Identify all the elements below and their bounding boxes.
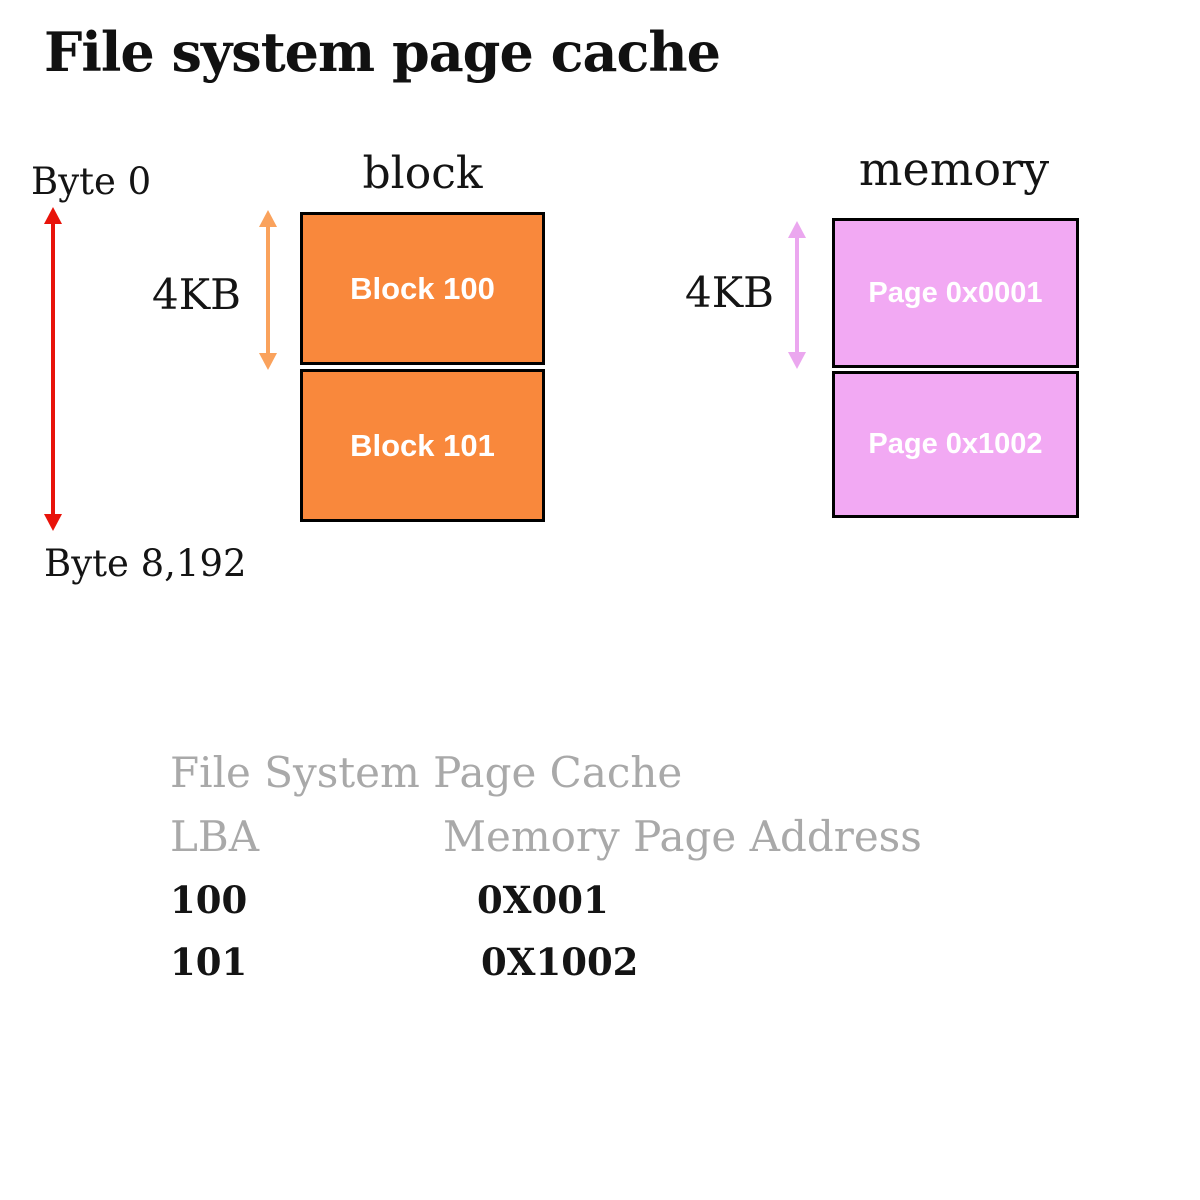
table-row-1-address: 0X001	[477, 878, 609, 922]
table-row-1-lba: 100	[170, 878, 248, 922]
page-size-label: 4KB	[685, 268, 774, 317]
mapping-table-column-address: Memory Page Address	[443, 812, 922, 861]
arrow-shaft	[795, 234, 799, 356]
table-row-2-address: 0X1002	[481, 940, 639, 984]
arrow-shaft	[51, 220, 55, 518]
mapping-table-column-lba: LBA	[170, 812, 260, 861]
arrow-down-icon	[259, 353, 277, 370]
page-0x1002-box: Page 0x1002	[832, 371, 1079, 518]
page-0x0001-label: Page 0x0001	[868, 276, 1043, 309]
page-title: File system page cache	[44, 20, 721, 84]
byte-extent-arrow-icon	[40, 207, 66, 531]
block-101-label: Block 101	[350, 427, 495, 463]
page-0x0001-box: Page 0x0001	[832, 218, 1079, 368]
block-size-arrow-icon	[255, 210, 281, 370]
block-100-label: Block 100	[350, 270, 495, 306]
arrow-down-icon	[788, 352, 806, 369]
page-size-arrow-icon	[784, 221, 810, 369]
byte-start-label: Byte 0	[31, 160, 152, 203]
block-size-label: 4KB	[152, 270, 241, 319]
arrow-down-icon	[44, 514, 62, 531]
block-101-box: Block 101	[300, 369, 545, 522]
arrow-shaft	[266, 223, 270, 357]
table-row-2-lba: 101	[170, 940, 248, 984]
arrow-up-icon	[44, 207, 62, 224]
arrow-up-icon	[259, 210, 277, 227]
memory-column-heading: memory	[858, 142, 1050, 196]
block-column-heading: block	[362, 148, 483, 199]
block-100-box: Block 100	[300, 212, 545, 365]
mapping-table-title: File System Page Cache	[170, 748, 683, 797]
page-0x1002-label: Page 0x1002	[868, 428, 1043, 460]
arrow-up-icon	[788, 221, 806, 238]
byte-end-label: Byte 8,192	[44, 542, 247, 585]
